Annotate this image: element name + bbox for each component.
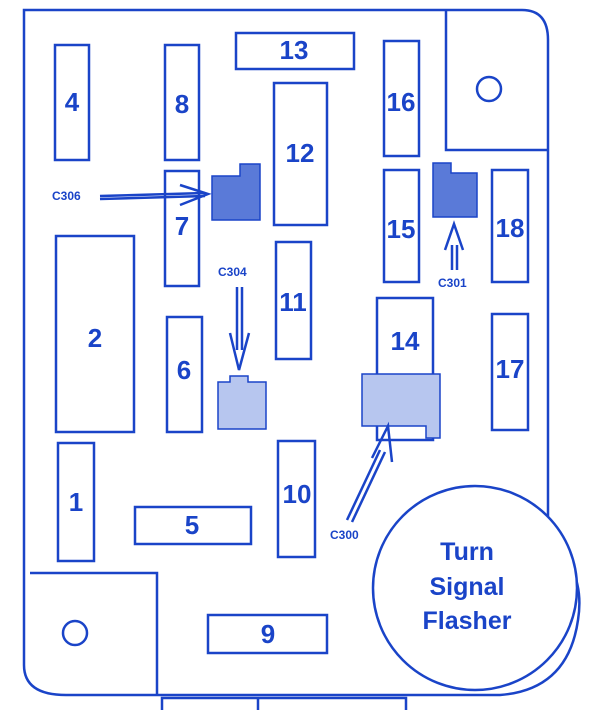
fuse-label: 11 [279, 287, 307, 317]
connector-c306-plug [211, 163, 261, 221]
mount-hole-bottom-left [61, 619, 89, 647]
turn-signal-flasher[interactable]: Turn Signal Flasher [371, 484, 579, 692]
mount-hole-top-right [475, 75, 503, 103]
arrow-c304 [228, 287, 251, 371]
fuse-label: 18 [496, 213, 525, 243]
fuse-12[interactable]: 12 [272, 81, 329, 227]
fuse-2[interactable]: 2 [54, 234, 136, 434]
fuse-label: 9 [261, 619, 275, 649]
connector-label-c300: C300 [330, 528, 359, 542]
bottom-stub [160, 696, 408, 710]
fuse-label: 14 [391, 326, 420, 356]
flasher-label-line1: Turn [440, 538, 494, 566]
connector-c304-plug [217, 375, 267, 430]
fuse-1[interactable]: 1 [56, 441, 96, 563]
fuse-15[interactable]: 15 [382, 168, 421, 284]
fuse-label: 12 [286, 138, 315, 168]
fuse-label: 16 [387, 87, 416, 117]
connector-c301-plug [432, 162, 478, 218]
fuse-label: 6 [177, 355, 191, 385]
fuse-5[interactable]: 5 [133, 505, 253, 546]
fuse-10[interactable]: 10 [276, 439, 317, 559]
fuse-label: 8 [175, 89, 189, 119]
flasher-label-line2: Signal [429, 573, 504, 601]
fuse-17[interactable]: 17 [490, 312, 530, 432]
flasher-label-line3: Flasher [423, 607, 512, 635]
fuse-label: 15 [387, 214, 416, 244]
fuse-11[interactable]: 11 [274, 240, 313, 361]
fuse-6[interactable]: 6 [165, 315, 204, 434]
arrow-c301 [443, 220, 465, 270]
fuse-18[interactable]: 18 [490, 168, 530, 284]
fuse-label: 2 [88, 323, 102, 353]
fuse-label: 1 [69, 487, 83, 517]
fuse-label: 7 [175, 211, 189, 241]
fuse-8[interactable]: 8 [163, 43, 201, 162]
mount-corner-top-right [444, 10, 548, 152]
fuse-9[interactable]: 9 [206, 613, 329, 655]
fuse-13[interactable]: 13 [234, 31, 356, 71]
fuse-7[interactable]: 7 [163, 169, 201, 288]
fuse-16[interactable]: 16 [382, 39, 421, 158]
fuse-label: 17 [496, 354, 525, 384]
fuse-panel-outline [22, 8, 581, 697]
arrow-c300 [345, 421, 394, 523]
connector-label-c306: C306 [52, 189, 81, 203]
arrow-c306 [99, 183, 212, 207]
fuse-4[interactable]: 4 [53, 43, 91, 162]
fuse-label: 4 [65, 87, 80, 117]
connector-label-c304: C304 [218, 265, 247, 279]
fuse-label: 5 [185, 510, 199, 540]
connector-c300-plug [361, 373, 441, 439]
fuse-label: 13 [280, 35, 309, 65]
fuse-label: 10 [283, 479, 312, 509]
mount-corner-bottom-left [30, 571, 159, 695]
connector-label-c301: C301 [438, 276, 467, 290]
